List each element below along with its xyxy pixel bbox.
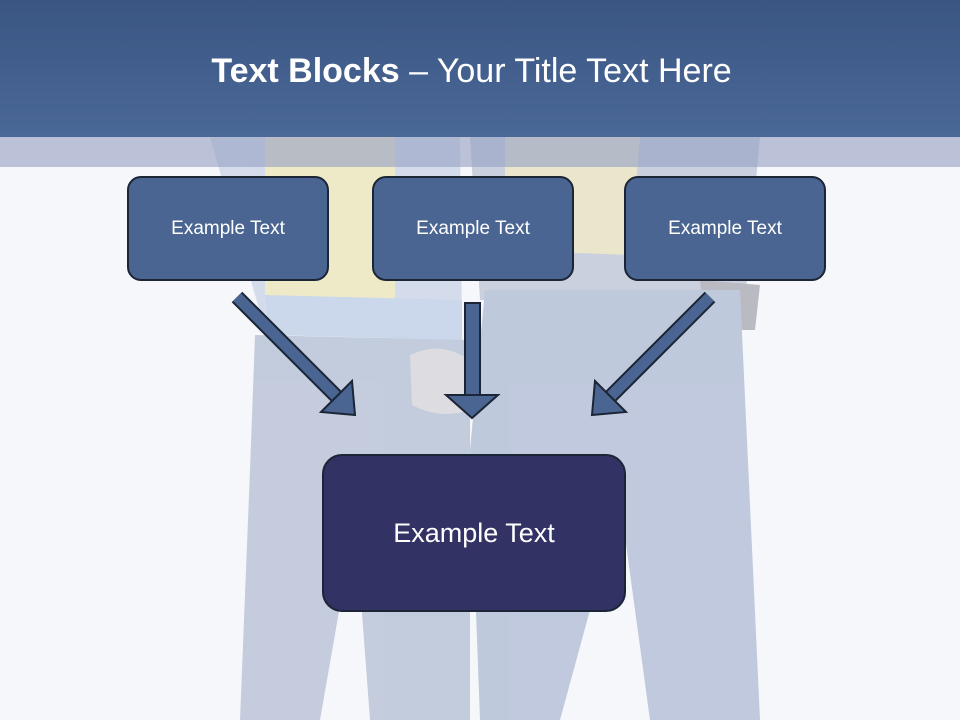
title-bold-part: Text Blocks: [211, 52, 400, 90]
arrow-down-icon: [443, 302, 501, 420]
title-separator: –: [399, 52, 437, 90]
header-stripe: [0, 137, 960, 167]
text-block-2-label: Example Text: [416, 217, 530, 239]
text-block-1-label: Example Text: [171, 217, 285, 239]
slide-title: Text Blocks – Your Title Text Here: [0, 52, 943, 91]
title-regular-part: Your Title Text Here: [436, 52, 732, 90]
text-block-3-label: Example Text: [668, 217, 782, 239]
arrow-down-right-icon: [231, 291, 357, 417]
header-bar: [0, 0, 960, 137]
left-shirt: [265, 295, 462, 340]
center-text-block: Example Text: [322, 454, 626, 612]
center-text-block-label: Example Text: [393, 517, 555, 548]
arrow-down-left-icon: [590, 291, 716, 417]
text-block-1: Example Text: [127, 176, 329, 281]
text-block-2: Example Text: [372, 176, 574, 281]
text-block-3: Example Text: [624, 176, 826, 281]
left-jeans: [240, 335, 470, 720]
